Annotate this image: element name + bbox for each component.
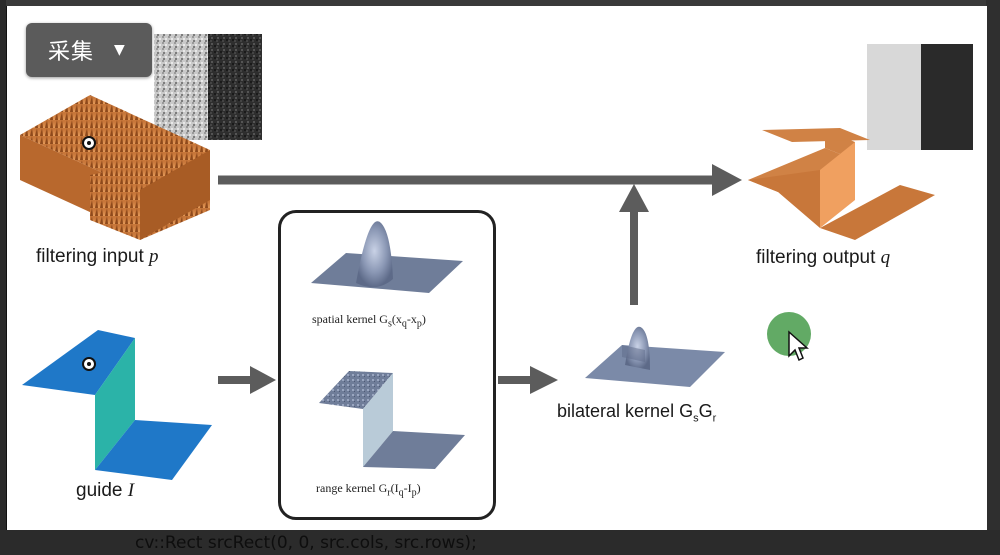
bilateral-kernel-label: bilateral kernel G [557,401,694,421]
arrow-input-to-output [218,164,742,196]
window-frame-left [0,0,6,555]
range-kernel-label: range kernel G [316,481,388,495]
caption-guide-text: guide [76,480,123,501]
caption-spatial-kernel: spatial kernel Gs(xq-xp) [312,312,426,329]
window-frame-right [986,0,1000,555]
spatial-kernel-arg-sub-q: q [401,318,407,330]
range-kernel-surface [319,371,465,469]
bilateral-kernel-mid: G [698,401,713,421]
range-kernel-arg-mid: -I [403,481,412,495]
caption-filtering-output-symbol: q [880,247,891,268]
arrow-bilateral-to-output [619,184,649,305]
caption-range-kernel: range kernel Gr(Iq-Ip) [316,481,421,498]
caption-filtering-output-text: filtering output [756,247,876,268]
caret-down-icon: ▼ [114,42,125,58]
range-kernel-arg-end: ) [416,481,421,495]
arrow-guide-to-kernels [218,366,276,394]
caption-filtering-input-text: filtering input [36,246,144,267]
caption-guide: guide I [76,480,134,502]
background-editor-strip [0,530,1000,555]
spatial-kernel-arg-mid: -x [406,312,417,326]
guide-surface [22,330,212,480]
spatial-kernel-arg-end: ) [421,312,426,326]
output-smoothed-image [867,44,973,150]
filtering-input-surface [20,95,210,240]
caption-filtering-output: filtering output q [756,247,890,269]
kernel-panel-graphics [311,221,465,469]
range-kernel-arg-sub-p: p [411,487,417,499]
kernel-panel [278,210,496,520]
bilateral-kernel-surface [585,326,725,387]
spatial-kernel-surface [311,221,463,293]
filtering-output-surface [748,128,935,240]
caption-guide-symbol: I [127,480,135,501]
caption-filtering-input-symbol: p [149,246,159,267]
bilateral-kernel-sub-r: r [712,412,717,425]
spatial-kernel-arg-sub-p: p [416,318,422,330]
spatial-kernel-label: spatial kernel G [312,312,388,326]
range-kernel-arg-sub-q: q [398,487,404,499]
input-noise-image [154,34,262,140]
spatial-kernel-arg: (x [391,312,402,326]
capture-dropdown-button[interactable]: 采集 ▼ [26,23,152,77]
arrow-kernels-to-bilateral [498,366,558,394]
mouse-cursor-icon [788,330,809,362]
caption-bilateral-kernel: bilateral kernel GsGr [557,401,716,425]
range-kernel-sub: r [387,487,391,499]
background-code-line: cv::Rect srcRect(0, 0, src.cols, src.row… [135,533,477,553]
capture-button-label: 采集 [48,40,95,65]
bilateral-kernel-sub-s: s [693,412,699,425]
spatial-kernel-sub: s [387,318,392,330]
range-kernel-arg: (I [390,481,399,495]
caption-filtering-input: filtering input p [36,246,159,268]
